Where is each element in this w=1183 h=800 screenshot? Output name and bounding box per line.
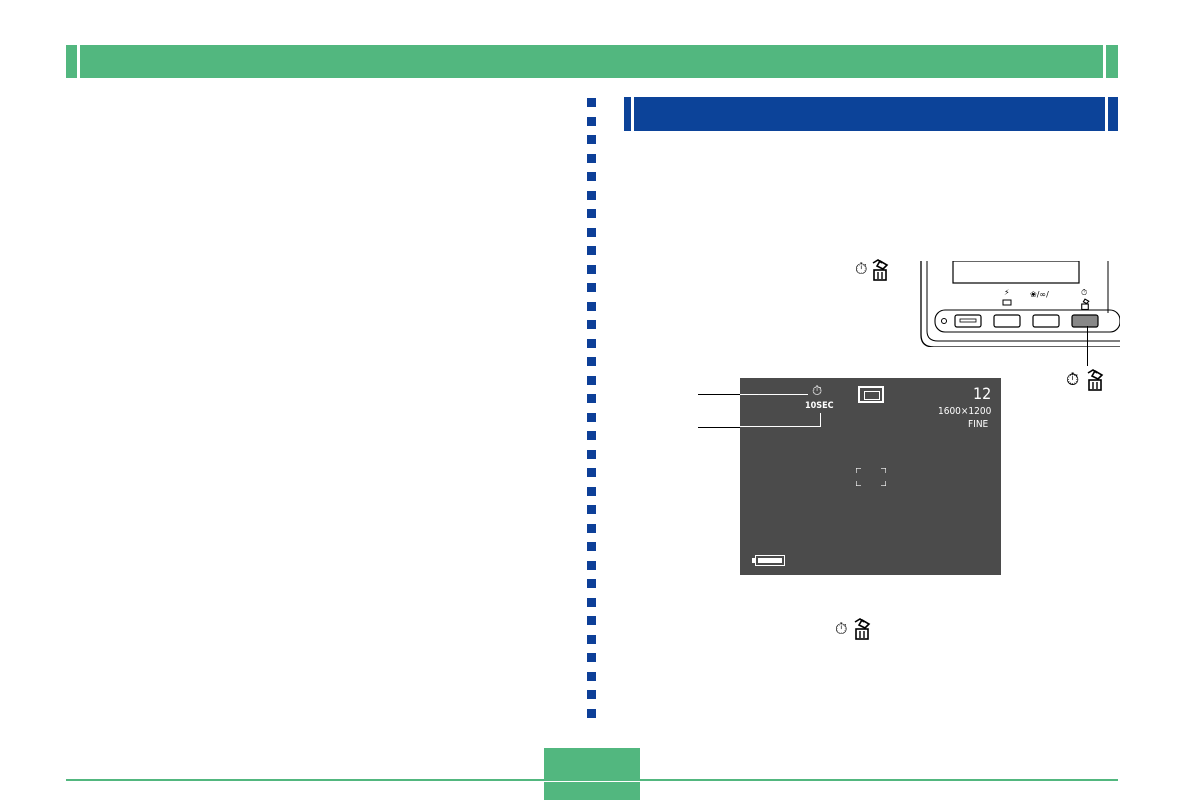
divider-dot (587, 671, 596, 681)
timer-icon-callout-line (740, 394, 808, 395)
divider-dot (587, 98, 596, 107)
divider-dot (587, 172, 596, 181)
divider-dot (587, 653, 596, 662)
focus-mode-icon: ❀/∞/ (1030, 290, 1049, 299)
divider-dot (587, 505, 596, 514)
self-timer-icon: ⏱ (1066, 370, 1080, 390)
section-stripe (1105, 97, 1108, 131)
divider-dot (587, 449, 596, 459)
timer-delete-button-ref: ⏱ (835, 617, 875, 643)
flash-icon: ⚡ (1004, 288, 1010, 297)
divider-dot (587, 283, 596, 292)
divider-dot (587, 542, 596, 551)
timer-setting-callout-line (740, 426, 821, 427)
divider-dot (587, 579, 596, 588)
self-timer-icon: ⏱ (835, 619, 848, 638)
divider-dot (587, 412, 596, 422)
header-bar (66, 45, 1118, 78)
column-divider (587, 98, 596, 720)
page-number-tab-base (544, 782, 640, 800)
self-timer-indicator-icon: ⏱ (812, 384, 823, 399)
divider-dot (587, 153, 596, 163)
button-leader-line (1087, 326, 1088, 366)
header-stripe (77, 45, 80, 78)
divider-dot (587, 394, 596, 403)
divider-dot (587, 264, 596, 274)
divider-dot (587, 468, 596, 477)
divider-dot (587, 708, 596, 718)
trash-delete-icon (1087, 369, 1104, 391)
divider-dot (587, 301, 596, 311)
trash-delete-icon (1081, 298, 1090, 310)
self-timer-icon: ⏱ (1081, 288, 1088, 297)
lcd-monitor: ⏱ 10SEC 12 1600×1200 FINE (740, 378, 1001, 575)
shots-remaining: 12 (973, 384, 992, 403)
divider-dot (587, 338, 596, 348)
divider-dot (587, 320, 596, 329)
divider-dot (587, 690, 596, 699)
divider-dot (587, 209, 596, 218)
divider-dot (587, 560, 596, 570)
image-quality: FINE (968, 419, 989, 430)
divider-dot (587, 634, 596, 644)
camera-back-illustration (920, 261, 1120, 347)
focus-frame (856, 468, 886, 486)
section-heading-bar (624, 97, 1118, 131)
divider-dot (587, 486, 596, 496)
record-mode-icon (858, 386, 884, 403)
divider-dot (587, 431, 596, 440)
divider-dot (587, 190, 596, 200)
footer-rule (66, 779, 1118, 781)
divider-dot (587, 116, 596, 126)
timer-setting-callout-line (820, 413, 821, 427)
trash-delete-icon (872, 259, 889, 281)
trash-delete-icon (854, 618, 871, 640)
header-stripe (1103, 45, 1106, 78)
section-stripe (631, 97, 634, 131)
page-number-tab (544, 748, 640, 779)
timer-delete-button-ref: ⏱ (855, 259, 889, 283)
divider-dot (587, 375, 596, 385)
timer-delete-label: ⏱ (1066, 368, 1106, 394)
self-timer-icon: ⏱ (855, 259, 868, 278)
divider-dot (587, 246, 596, 255)
timer-setting-text: 10SEC (805, 401, 834, 411)
divider-dot (587, 227, 596, 237)
divider-dot (587, 523, 596, 533)
divider-dot (587, 597, 596, 607)
battery-icon (752, 555, 785, 566)
divider-dot (587, 616, 596, 625)
divider-dot (587, 357, 596, 366)
divider-dot (587, 135, 596, 144)
image-size: 1600×1200 (938, 406, 992, 417)
